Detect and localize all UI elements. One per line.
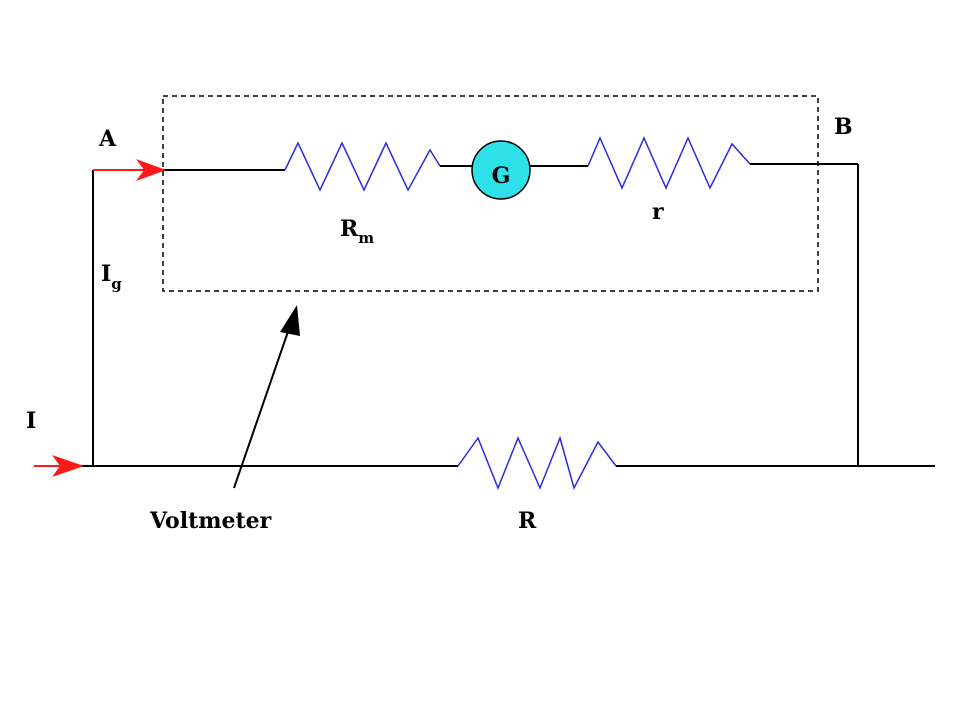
current-g-subscript: g [111,275,122,293]
node-a-label: A [98,126,117,152]
node-b-label: B [834,114,853,140]
resistor-r-big-label: R [518,508,537,534]
voltmeter-label: Voltmeter [149,508,272,534]
resistor-r-small [587,136,751,190]
resistor-rm-main: R [340,216,359,242]
resistor-r-small-label: r [652,199,664,225]
galvanometer-label: G [492,163,511,189]
resistor-rm [284,141,441,192]
voltmeter-pointer-line [233,319,293,489]
resistor-rm-subscript: m [358,229,374,247]
current-g-main: I [101,261,111,287]
voltmeter-pointer-head [280,305,300,336]
galvanometer-circle [471,140,531,200]
resistor-r-big [457,435,617,491]
current-arrow-a-head [136,159,166,181]
current-arrow-i-head [52,455,84,477]
voltmeter-dashed-box [162,95,819,292]
current-total-label: I [26,408,36,434]
current-g-label: Ig [101,261,122,293]
resistor-rm-label: Rm [340,216,374,247]
